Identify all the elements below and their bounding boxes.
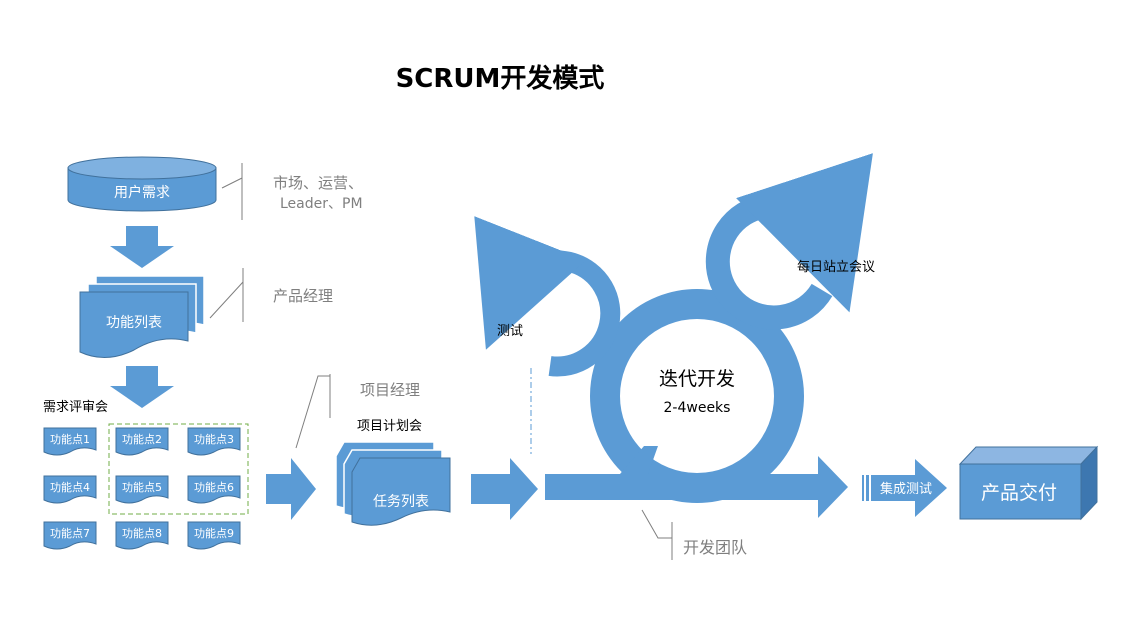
planning-note-bracket — [295, 374, 331, 449]
feature-list-note-bracket — [209, 268, 244, 322]
integration-test-arrow: 集成测试 — [862, 459, 947, 517]
feature-item-4: 功能点4 — [43, 475, 97, 504]
development-arrow — [545, 456, 848, 518]
feature-item-1: 功能点1 — [43, 427, 97, 456]
user-requirement-cylinder: 用户需求 — [67, 156, 217, 212]
product-delivery-label: 产品交付 — [981, 482, 1057, 504]
feature-item-label: 功能点3 — [194, 432, 234, 446]
feature-item-3: 功能点3 — [187, 427, 241, 456]
feature-list-note: 产品经理 — [273, 287, 333, 305]
planning-note: 项目经理 — [360, 381, 420, 399]
down-arrow-2 — [110, 366, 174, 408]
feature-list-label: 功能列表 — [106, 315, 162, 331]
feature-item-6: 功能点6 — [187, 475, 241, 504]
user-requirement-label: 用户需求 — [114, 184, 170, 201]
requirement-note-line2: Leader、PM — [280, 196, 363, 212]
requirement-note-line1: 市场、运营、 — [273, 174, 363, 192]
feature-grid: 功能点1 功能点2 功能点3 功能点4 功能点5 功能点6 功能点7 功能点8 功能点9 — [43, 427, 241, 550]
requirement-note-bracket — [221, 163, 243, 220]
product-delivery-box: 产品交付 — [958, 445, 1099, 521]
integration-test-label: 集成测试 — [880, 481, 932, 497]
task-list-docs: 任务列表 — [335, 441, 451, 526]
feature-item-label: 功能点8 — [122, 526, 162, 540]
down-arrow-1 — [110, 226, 174, 268]
page-title: SCRUM开发模式 — [396, 63, 605, 94]
development-arrow-tail — [620, 446, 658, 474]
selected-features-box — [108, 423, 249, 515]
feature-item-label: 功能点7 — [50, 526, 90, 540]
feature-item-7: 功能点7 — [43, 521, 97, 550]
dev-team-bracket — [641, 509, 673, 560]
feature-list-docs: 功能列表 — [79, 275, 205, 358]
testcase-label: 用例 — [530, 353, 550, 366]
iteration-duration: 2-4weeks — [664, 400, 731, 416]
right-arrow-1 — [266, 458, 316, 520]
daily-standup-cycle-arrow — [705, 152, 873, 330]
testing-label: 测试 — [497, 324, 523, 339]
feature-item-label: 功能点6 — [194, 480, 234, 494]
feature-item-label: 功能点4 — [50, 480, 90, 494]
review-meeting-label: 需求评审会 — [43, 400, 108, 415]
iteration-label: 迭代开发 — [659, 368, 735, 390]
testing-cycle-arrow — [474, 216, 621, 377]
right-arrow-2 — [471, 458, 538, 520]
daily-standup-label: 每日站立会议 — [797, 259, 875, 275]
dev-team-label: 开发团队 — [683, 538, 747, 557]
feature-item-label: 功能点9 — [194, 526, 234, 540]
feature-item-2: 功能点2 — [115, 427, 169, 456]
feature-item-8: 功能点8 — [115, 521, 169, 550]
planning-meeting-label: 项目计划会 — [357, 419, 422, 434]
feature-item-5: 功能点5 — [115, 475, 169, 504]
feature-item-9: 功能点9 — [187, 521, 241, 550]
feature-item-label: 功能点2 — [122, 432, 162, 446]
feature-item-label: 功能点5 — [122, 480, 162, 494]
task-list-label: 任务列表 — [373, 494, 429, 510]
feature-item-label: 功能点1 — [50, 432, 90, 446]
